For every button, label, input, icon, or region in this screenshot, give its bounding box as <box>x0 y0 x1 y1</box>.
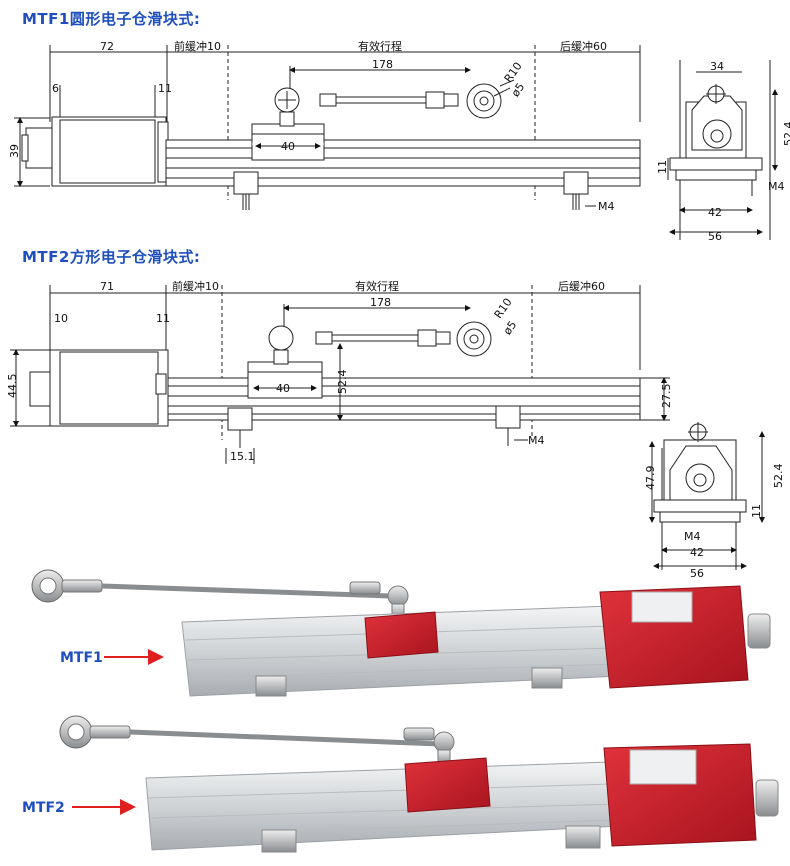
mtf1-photo <box>31 569 771 697</box>
mtf2-effective-travel: 有效行程 <box>355 279 399 293</box>
mtf1-side-dim-34: 34 <box>710 60 724 73</box>
mtf2-dim-15-1: 15.1 <box>230 450 255 463</box>
mtf2-photo <box>59 715 779 853</box>
mtf1-dim-178: 178 <box>372 58 393 71</box>
mtf2-rear-buffer: 后缓冲60 <box>558 279 605 293</box>
mtf2-side-dim-11: 11 <box>750 504 763 518</box>
mtf2-phi5: ø5 <box>501 319 520 338</box>
mtf2-side-labels: 47.9 52.4 11 M4 42 56 <box>644 464 785 581</box>
mtf2-dim-27-5: 27.5 <box>660 384 673 409</box>
mtf2-photo-label: MTF2 <box>22 799 136 816</box>
mtf1-side-dim-11: 11 <box>656 160 669 174</box>
mtf2-r10: R10 <box>492 296 515 321</box>
mtf1-phi5: ø5 <box>509 81 528 100</box>
mtf2-dim-52-4: 52.4 <box>336 370 349 395</box>
mtf2-side-dim-47-9: 47.9 <box>644 466 657 491</box>
mtf1-side-dim-42: 42 <box>708 206 722 219</box>
mtf1-dim-72: 72 <box>100 40 114 53</box>
mtf1-m4: M4 <box>598 200 615 213</box>
mtf1-front-buffer: 前缓冲10 <box>174 39 221 53</box>
mtf2-front-buffer: 前缓冲10 <box>172 279 219 293</box>
mtf1-photo-label-text: MTF1 <box>60 650 103 666</box>
mtf2-dim-44-5: 44.5 <box>6 374 19 399</box>
mtf2-side-dim-52-4: 52.4 <box>772 464 785 489</box>
mtf1-r10: R10 <box>502 60 525 85</box>
mtf2-side-m4: M4 <box>684 530 701 543</box>
mtf1-drawing <box>14 45 641 210</box>
mtf2-section-title: MTF2方形电子仓滑块式: <box>22 248 201 266</box>
mtf1-dim-40: 40 <box>281 140 295 153</box>
mtf2-dim-178: 178 <box>370 296 391 309</box>
mtf1-dim-39: 39 <box>8 144 21 158</box>
mtf1-side-dim-52-4: 52.4 <box>782 122 790 147</box>
mtf1-effective-travel: 有效行程 <box>358 39 402 53</box>
mtf2-photo-label-text: MTF2 <box>22 800 65 816</box>
mtf2-drawing <box>10 285 670 464</box>
mtf2-dim-11: 11 <box>156 312 170 325</box>
mtf1-dim-11: 11 <box>158 82 172 95</box>
mtf2-dim-40: 40 <box>276 382 290 395</box>
mtf2-dim-71: 71 <box>100 280 114 293</box>
mtf2-side-dim-42: 42 <box>690 546 704 559</box>
mtf1-side-dim-56: 56 <box>708 230 722 243</box>
mtf1-side-m4: M4 <box>768 180 785 193</box>
mtf2-dim-10: 10 <box>54 312 68 325</box>
mtf1-dim-6: 6 <box>52 82 59 95</box>
mtf2-side-dim-56: 56 <box>690 567 704 580</box>
mtf1-section-title: MTF1圆形电子仓滑块式: <box>22 10 201 28</box>
mtf2-m4: M4 <box>528 434 545 447</box>
mtf1-side-labels: 34 52.4 11 M4 42 56 <box>656 60 790 243</box>
mtf2-side-view <box>649 422 765 570</box>
mtf1-side-view <box>667 60 778 240</box>
mtf1-rear-buffer: 后缓冲60 <box>560 39 607 53</box>
mtf1-photo-label: MTF1 <box>60 649 164 666</box>
